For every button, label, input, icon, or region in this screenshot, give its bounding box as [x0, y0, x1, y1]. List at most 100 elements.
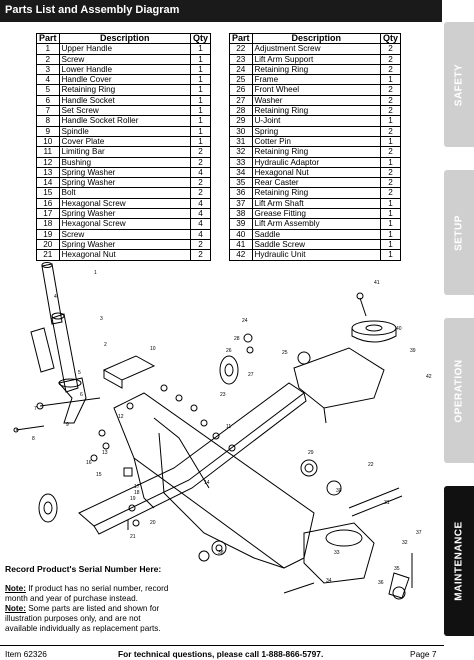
part-cell: 3 [36, 63, 60, 76]
callout-label: 35 [394, 566, 400, 572]
callout-label: 24 [242, 318, 248, 324]
tab-safety[interactable]: SAFETY [444, 22, 474, 147]
part-cell: 19 [36, 228, 60, 240]
callout-label: 42 [426, 374, 432, 380]
description-cell: Handle Cover [58, 74, 191, 86]
column-header-part: Part [229, 32, 253, 45]
description-cell: Frame [251, 74, 381, 86]
tab-setup[interactable]: SETUP [444, 170, 474, 295]
part-cell: 15 [36, 187, 60, 199]
qty-cell: 1 [189, 115, 212, 127]
hardware-drawing [13, 333, 254, 530]
part-cell: 41 [229, 238, 253, 251]
description-cell: Screw [58, 228, 191, 240]
callout-label: 15 [96, 472, 102, 478]
description-cell: Handle Socket Roller [58, 115, 191, 127]
tab-label: SETUP [453, 214, 465, 251]
description-cell: Retaining Ring [251, 63, 381, 76]
callout-label: 31 [384, 500, 390, 506]
callout-label: 14 [204, 480, 210, 486]
tab-label: MAINTENANCE [453, 521, 465, 601]
qty-cell: 1 [189, 43, 212, 55]
qty-cell: 2 [189, 146, 212, 158]
front-wheel-drawing [38, 355, 239, 523]
description-cell: Spring Washer [58, 177, 191, 189]
description-cell: Hexagonal Nut [251, 166, 381, 179]
tab-maintenance[interactable]: MAINTENANCE [444, 486, 474, 636]
callout-label: 32 [402, 540, 408, 546]
assembly-diagram: 1234567891011121314151617181920212223242… [13, 262, 432, 600]
description-cell: Cotter Pin [251, 135, 381, 148]
header-bar: Parts List and Assembly Diagram [0, 0, 442, 22]
callout-label: 38 [218, 550, 224, 556]
description-cell: Bushing [58, 156, 191, 168]
part-cell: 27 [229, 94, 253, 107]
description-cell: Retaining Ring [251, 146, 381, 158]
description-cell: Spring [251, 125, 381, 137]
part-cell: 20 [36, 238, 60, 251]
footer-tech-support: For technical questions, please call 1-8… [118, 649, 324, 659]
description-cell: Saddle Screw [251, 238, 381, 251]
callout-label: 10 [150, 346, 156, 352]
qty-cell: 2 [379, 166, 402, 179]
qty-cell: 2 [379, 43, 402, 55]
qty-cell: 1 [379, 228, 402, 240]
part-cell: 14 [36, 177, 60, 189]
part-cell: 12 [36, 156, 60, 168]
qty-cell: 1 [189, 94, 212, 107]
page-title: Parts List and Assembly Diagram [5, 4, 180, 16]
callout-label: 33 [334, 550, 340, 556]
part-cell: 26 [229, 84, 253, 96]
qty-cell: 2 [379, 177, 402, 189]
handle-socket-drawing [36, 377, 101, 424]
callout-label: 8 [32, 436, 35, 442]
part-cell: 11 [36, 146, 60, 158]
qty-cell: 2 [379, 187, 402, 199]
qty-cell: 1 [379, 115, 402, 127]
part-cell: 35 [229, 177, 253, 189]
callout-label: 17 [134, 484, 140, 490]
description-cell: Lower Handle [58, 63, 191, 76]
note-label: Note: [5, 604, 26, 613]
tab-operation[interactable]: OPERATION [444, 318, 474, 463]
column-header-description: Description [251, 32, 381, 45]
description-cell: Upper Handle [58, 43, 191, 55]
qty-cell: 4 [189, 218, 212, 230]
qty-cell: 1 [379, 135, 402, 148]
description-cell: U-Joint [251, 115, 381, 127]
part-cell: 37 [229, 197, 253, 210]
callout-label: 5 [78, 370, 81, 376]
part-cell: 9 [36, 125, 60, 137]
upper-handle-drawing [41, 262, 63, 325]
part-cell: 36 [229, 187, 253, 199]
qty-cell: 1 [189, 74, 212, 86]
description-cell: Rear Caster [251, 177, 381, 189]
callout-label: 26 [226, 348, 232, 354]
qty-cell: 1 [379, 249, 402, 261]
description-cell: Handle Socket [58, 94, 191, 107]
description-cell: Bolt [58, 187, 191, 199]
tab-label: SAFETY [453, 63, 465, 106]
part-cell: 31 [229, 135, 253, 148]
callout-label: 30 [336, 488, 342, 494]
qty-cell: 1 [379, 238, 402, 251]
description-cell: Spindle [58, 125, 191, 137]
serial-number-heading: Record Product's Serial Number Here: [5, 564, 162, 574]
qty-cell: 2 [189, 238, 212, 251]
section-tabs: SAFETY SETUP OPERATION MAINTENANCE [444, 0, 474, 660]
callout-label: 1 [94, 270, 97, 276]
